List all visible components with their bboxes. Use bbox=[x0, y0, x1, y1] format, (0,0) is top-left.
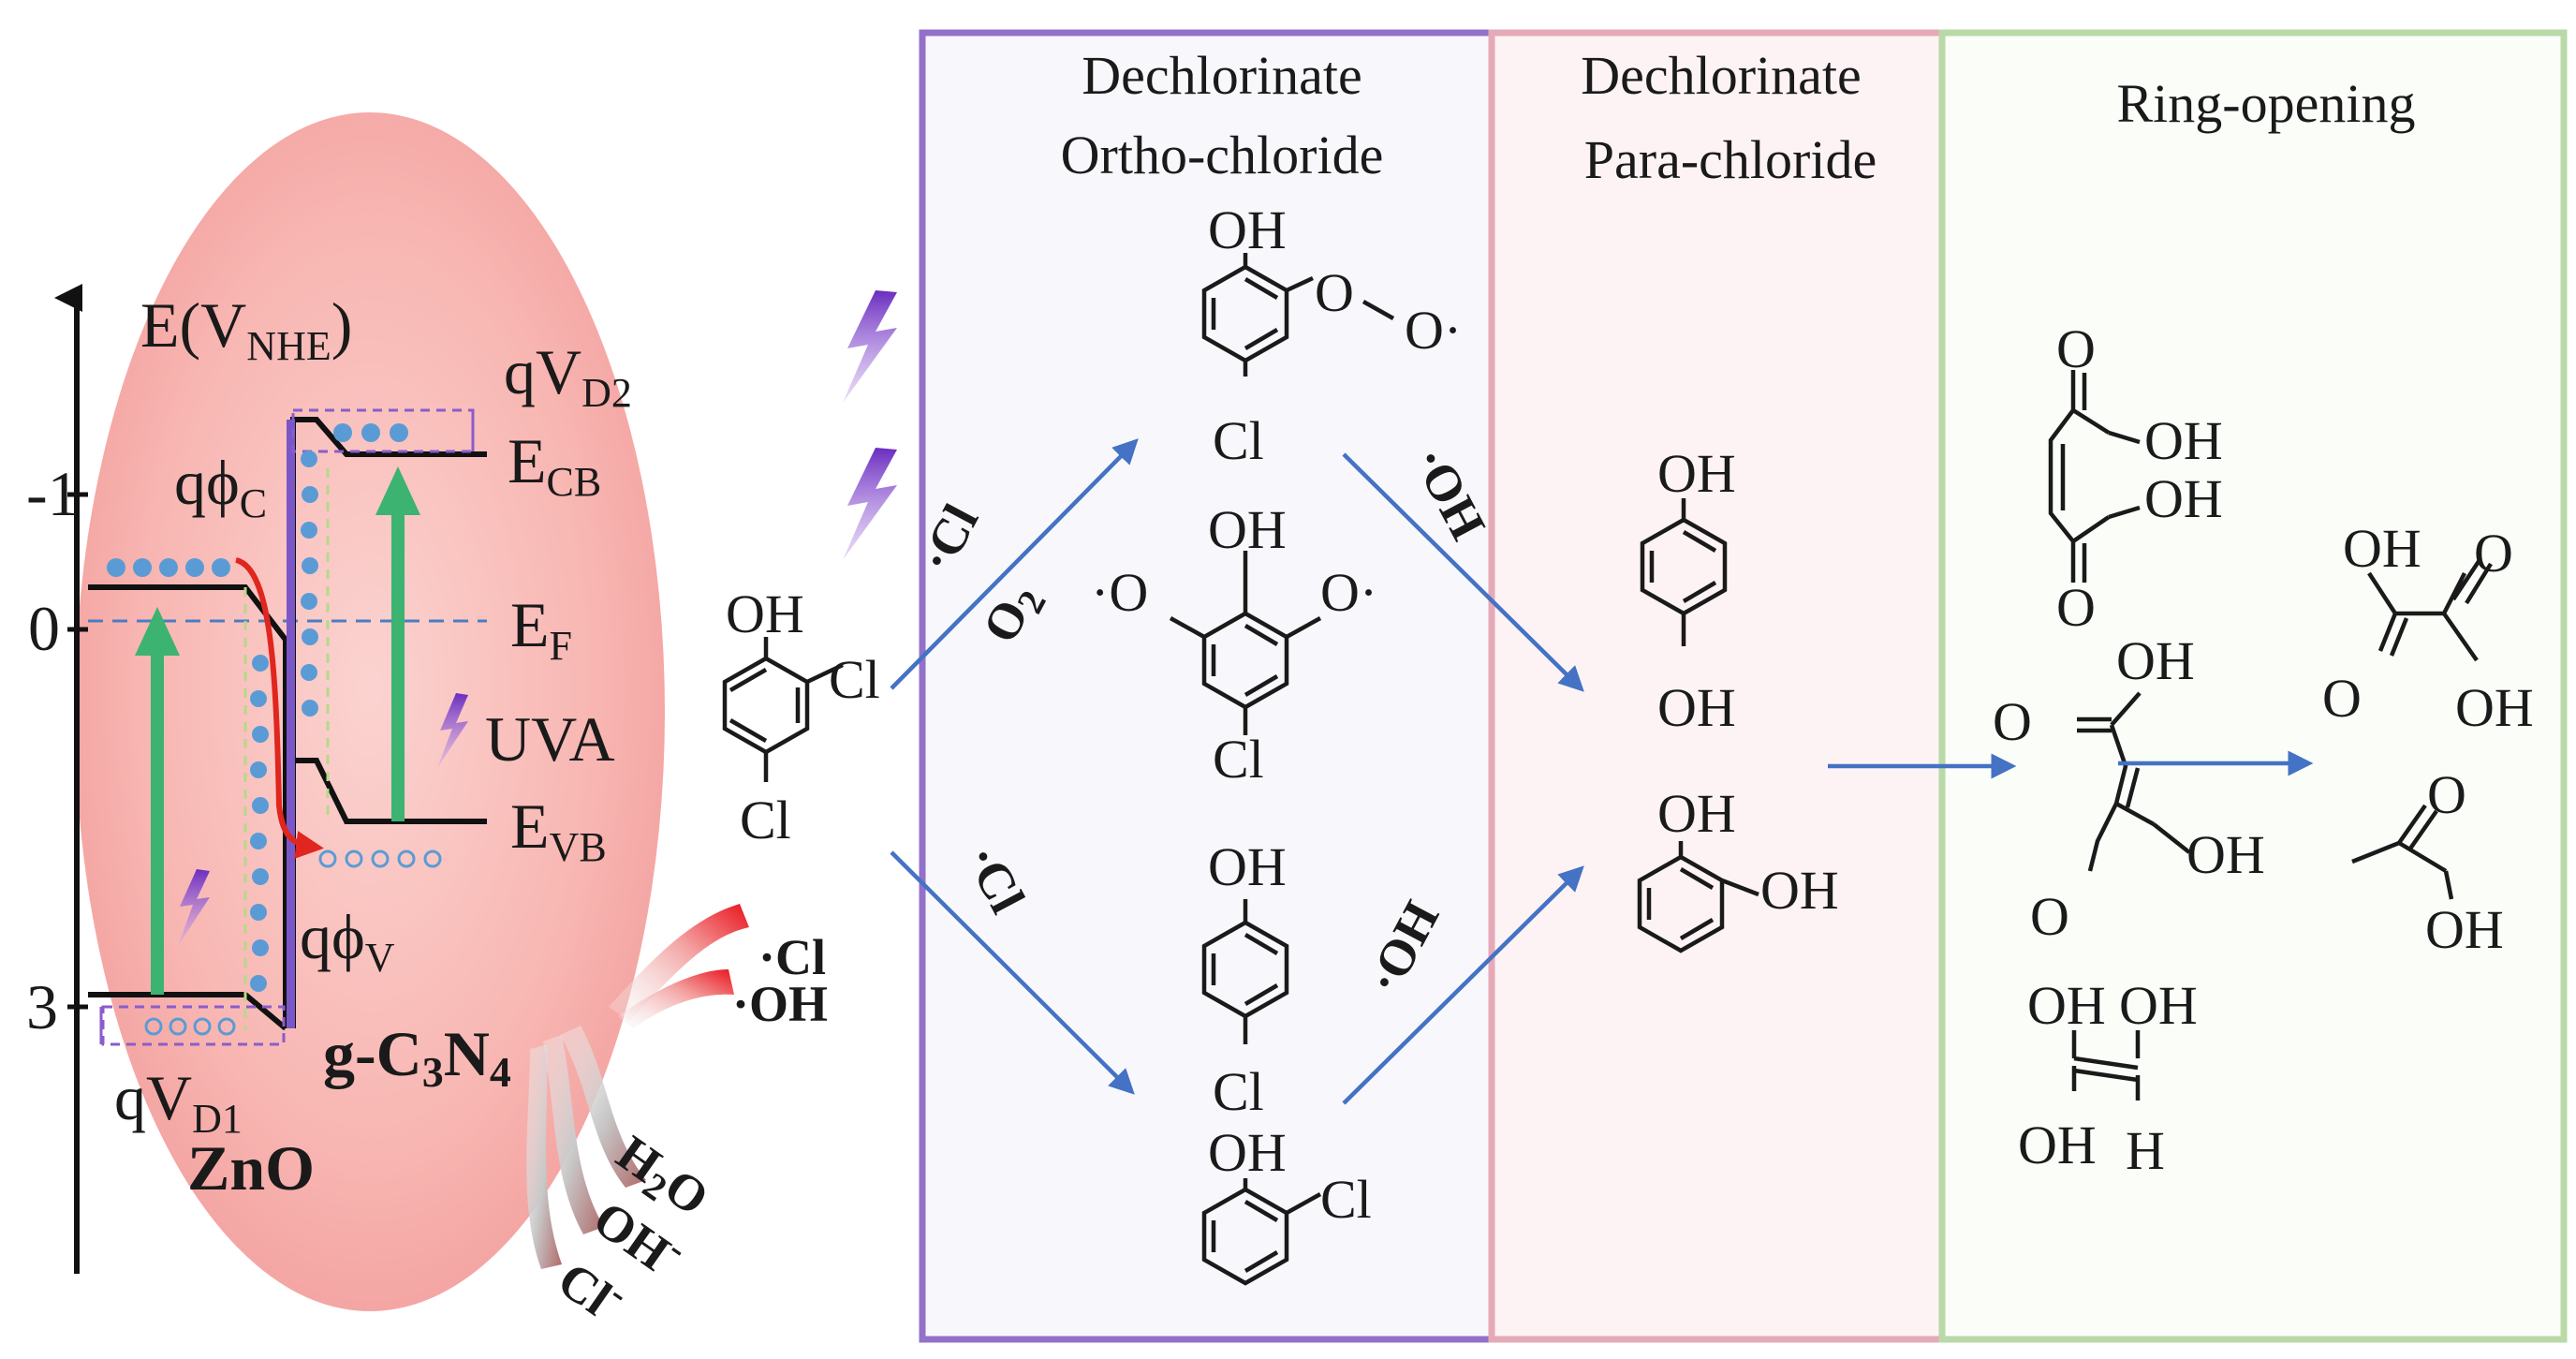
svg-text:OH: OH bbox=[2018, 1115, 2097, 1175]
svg-text:Cl: Cl bbox=[1213, 729, 1264, 790]
molecule-enediol: OH OH OH H bbox=[2018, 975, 2198, 1181]
panel-ortho-subtitle: Ortho-chloride bbox=[1061, 125, 1384, 185]
label-qphiv: qϕV bbox=[300, 901, 395, 981]
particle-bubble bbox=[75, 112, 665, 1311]
svg-text:O: O bbox=[1315, 262, 1354, 323]
panel-ring bbox=[1938, 29, 2568, 1343]
molecule-2-chlorophenol: OH Cl bbox=[1201, 1122, 1372, 1286]
band-diagram: -1 0 3 E(VNHE) bbox=[26, 112, 665, 1311]
arrow-to-hydroquinone bbox=[1342, 452, 1584, 692]
svg-text:·O: ·O bbox=[1091, 562, 1148, 623]
label-zno: ZnO bbox=[187, 1132, 315, 1204]
interface-highlight bbox=[287, 420, 295, 1028]
svg-text:OH: OH bbox=[1657, 783, 1736, 844]
molecule-chloro-diphenoxyl-radical: OH ·O O· Cl bbox=[1091, 499, 1377, 790]
arrow-to-chlorophenol bbox=[890, 850, 1135, 1095]
zno-excitation-arrow bbox=[135, 607, 180, 995]
radical-ribbons bbox=[526, 904, 749, 1269]
molecule-catechol: OH OH bbox=[1637, 783, 1839, 953]
svg-text:OH: OH bbox=[1208, 836, 1287, 897]
svg-text:OH: OH bbox=[2144, 410, 2223, 471]
svg-text:OH: OH bbox=[2343, 518, 2421, 579]
molecule-unsaturated-diacid: O OH OH O bbox=[1993, 630, 2265, 947]
lightning-icon bbox=[843, 290, 897, 403]
arrow-to-catechol bbox=[1342, 865, 1584, 1105]
label-ecb: ECB bbox=[508, 425, 601, 505]
label-qphic: qϕC bbox=[174, 447, 267, 526]
svg-text:OH: OH bbox=[1760, 860, 1839, 921]
svg-text:O: O bbox=[2322, 668, 2362, 729]
svg-text:H: H bbox=[2126, 1120, 2165, 1181]
label-uva: UVA bbox=[485, 703, 615, 775]
molecule-chlorophenoxyperoxy: OH O O· Cl bbox=[1201, 199, 1462, 471]
svg-text:O: O bbox=[2474, 523, 2513, 583]
svg-text:Cl: Cl bbox=[1213, 410, 1264, 471]
svg-text:Cl: Cl bbox=[740, 790, 791, 850]
svg-text:OH: OH bbox=[2144, 468, 2223, 529]
panel-para-subtitle: Para-chloride bbox=[1584, 129, 1877, 190]
qvd1-box bbox=[101, 1005, 286, 1046]
label-g-c3n4: g-C3N4 bbox=[323, 1018, 511, 1096]
electron-transfer-arrow bbox=[235, 557, 324, 859]
svg-text:OH: OH bbox=[1657, 677, 1736, 738]
lightning-icon bbox=[178, 869, 210, 946]
svg-text:OH: OH bbox=[2119, 975, 2198, 1036]
svg-text:OH: OH bbox=[2425, 899, 2504, 960]
molecule-maleic-acid: O OH OH O bbox=[2048, 318, 2223, 638]
svg-text:OH: OH bbox=[2027, 975, 2106, 1036]
panel-ring-title: Ring-opening bbox=[2117, 73, 2416, 134]
tick-label-three: 3 bbox=[26, 971, 58, 1042]
panel-ortho bbox=[919, 29, 1495, 1343]
lightning-icon bbox=[437, 693, 468, 768]
molecule-2-4-dichlorophenol: OH Cl Cl bbox=[722, 583, 880, 850]
label-qvd2: qVD2 bbox=[504, 336, 632, 416]
lightning-icon bbox=[843, 448, 897, 560]
svg-text:O·: O· bbox=[1320, 562, 1377, 623]
svg-text:O: O bbox=[2427, 764, 2466, 825]
label-ef: EF bbox=[510, 589, 572, 669]
molecule-acetic-acid: O OH bbox=[2351, 764, 2504, 960]
svg-text:OH: OH bbox=[1208, 199, 1287, 260]
svg-text:Cl: Cl bbox=[1320, 1169, 1372, 1230]
panel-para-title: Dechlorinate bbox=[1581, 45, 1862, 106]
svg-text:OH: OH bbox=[2455, 677, 2534, 738]
tick-label-zero: 0 bbox=[28, 593, 60, 664]
gcn-excitation-arrow bbox=[375, 466, 420, 821]
molecule-oxalic-acid: OH O O OH bbox=[2322, 518, 2534, 738]
axis-label: E(VNHE) bbox=[140, 289, 352, 369]
hole-rings bbox=[144, 849, 442, 1036]
molecule-hydroquinone: OH OH bbox=[1640, 443, 1736, 738]
svg-text:O: O bbox=[2056, 318, 2096, 379]
svg-text:O: O bbox=[2056, 577, 2096, 638]
svg-text:OH: OH bbox=[2186, 824, 2265, 885]
svg-text:O: O bbox=[1993, 691, 2032, 752]
tick-label-minus1: -1 bbox=[26, 458, 80, 529]
svg-text:Cl: Cl bbox=[829, 649, 880, 710]
svg-text:OH: OH bbox=[1208, 499, 1287, 560]
svg-text:OH: OH bbox=[2116, 630, 2195, 691]
gcn-vb-band bbox=[293, 758, 487, 824]
arrow-to-peroxy bbox=[890, 438, 1139, 690]
svg-text:OH: OH bbox=[1657, 443, 1736, 504]
species-oh-radical: ·OH bbox=[732, 976, 828, 1032]
label-evb: EVB bbox=[510, 790, 607, 870]
svg-text:OH: OH bbox=[1208, 1122, 1287, 1183]
species-cl-radical: ·Cl bbox=[758, 929, 826, 985]
svg-text:O: O bbox=[2030, 886, 2069, 947]
panel-ortho-title: Dechlorinate bbox=[1082, 45, 1362, 106]
molecule-4-chlorophenol: OH Cl bbox=[1201, 836, 1289, 1122]
label-qvd1: qVD1 bbox=[114, 1062, 243, 1142]
electron-dots bbox=[107, 423, 408, 992]
svg-text:OH: OH bbox=[726, 583, 804, 644]
svg-text:O·: O· bbox=[1405, 300, 1462, 361]
svg-text:Cl: Cl bbox=[1213, 1061, 1264, 1122]
